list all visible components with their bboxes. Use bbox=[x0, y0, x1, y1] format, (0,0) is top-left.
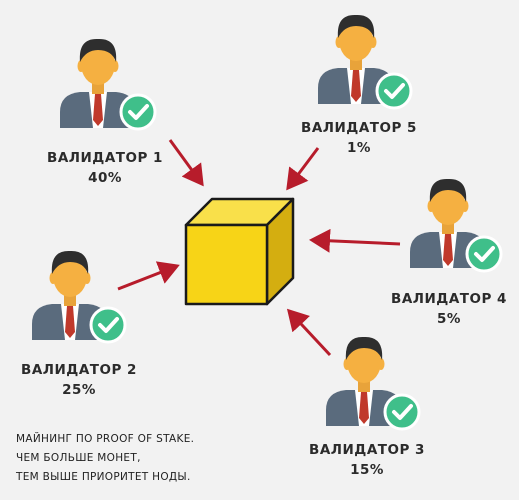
caption-line-1: МАЙНИНГ ПО PROOF OF STAKE. bbox=[16, 433, 195, 445]
caption-text: МАЙНИНГ ПО PROOF OF STAKE. ЧЕМ БОЛЬШЕ МО… bbox=[16, 430, 194, 487]
validator-4-share: 5% bbox=[437, 311, 461, 327]
validator-2-name: ВАЛИДАТОР 2 bbox=[21, 362, 137, 378]
validator-1-share: 40% bbox=[88, 170, 122, 186]
checkmark-icon bbox=[383, 393, 421, 431]
validator-1-name: ВАЛИДАТОР 1 bbox=[47, 150, 163, 166]
arrows-layer bbox=[117, 139, 401, 357]
checkmark-icon bbox=[89, 306, 127, 344]
validator-3-name: ВАЛИДАТОР 3 bbox=[309, 442, 425, 458]
validator-3-label: ВАЛИДАТОР 3 15% bbox=[302, 440, 432, 480]
caption-line-2: ЧЕМ БОЛЬШЕ МОНЕТ, bbox=[16, 452, 141, 464]
validator-4-name: ВАЛИДАТОР 4 bbox=[391, 291, 507, 307]
checkmark-icon bbox=[375, 72, 413, 110]
arrow-validator-3 bbox=[286, 308, 332, 357]
validator-3-share: 15% bbox=[350, 462, 384, 478]
validator-4-label: ВАЛИДАТОР 4 5% bbox=[384, 289, 514, 329]
validator-2-share: 25% bbox=[62, 382, 96, 398]
validator-5-label: ВАЛИДАТОР 5 1% bbox=[294, 118, 424, 158]
validator-5-name: ВАЛИДАТОР 5 bbox=[301, 120, 417, 136]
arrow-validator-4 bbox=[309, 228, 401, 253]
validator-2-label: ВАЛИДАТОР 2 25% bbox=[14, 360, 144, 400]
arrow-validator-5 bbox=[286, 147, 320, 191]
caption-line-3: ТЕМ ВЫШЕ ПРИОРИТЕТ НОДЫ. bbox=[16, 471, 191, 483]
arrow-validator-2 bbox=[117, 261, 180, 291]
arrow-validator-1 bbox=[168, 139, 204, 187]
block-cube-icon bbox=[184, 197, 295, 306]
checkmark-icon bbox=[119, 93, 157, 131]
checkmark-icon bbox=[465, 235, 503, 273]
validator-5-share: 1% bbox=[347, 140, 371, 156]
validator-1-label: ВАЛИДАТОР 1 40% bbox=[40, 148, 170, 188]
